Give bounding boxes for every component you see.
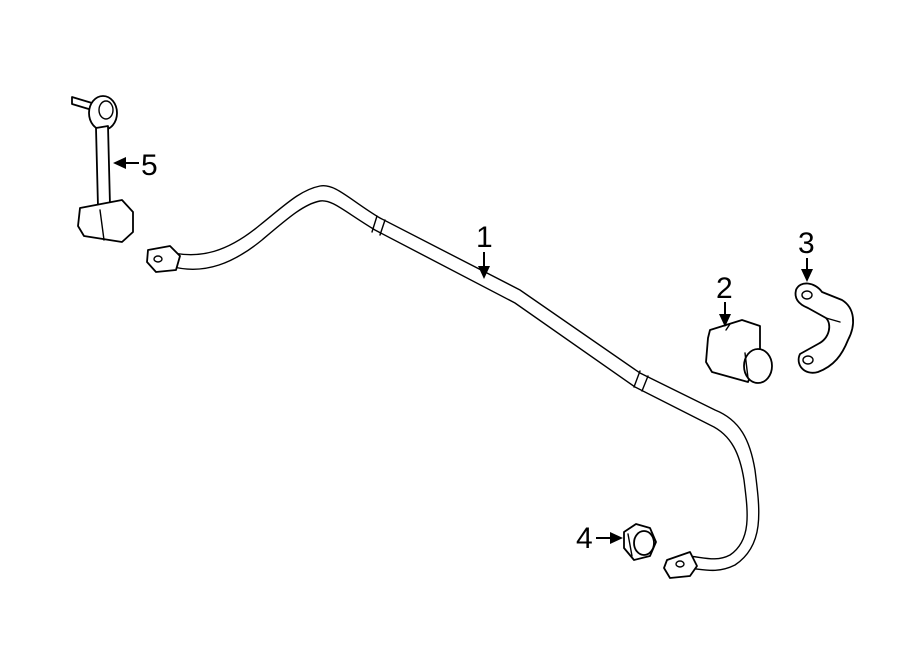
callout-number-3: 3 bbox=[798, 227, 815, 260]
bushing-bracket[interactable] bbox=[794, 282, 854, 374]
stabilizer-link[interactable] bbox=[71, 95, 134, 243]
callout-number-1: 1 bbox=[476, 221, 493, 254]
callout-5: 5 bbox=[113, 149, 158, 182]
callout-number-2: 2 bbox=[716, 272, 733, 305]
callout-2: 2 bbox=[716, 272, 733, 327]
callout-4: 4 bbox=[576, 522, 623, 555]
callout-number-5: 5 bbox=[141, 149, 158, 182]
stabilizer-bar[interactable] bbox=[146, 185, 760, 579]
callout-1: 1 bbox=[476, 221, 493, 279]
callout-3: 3 bbox=[798, 227, 815, 282]
bar-bushing[interactable] bbox=[705, 319, 773, 384]
flange-nut[interactable] bbox=[623, 523, 657, 561]
callout-number-4: 4 bbox=[576, 522, 593, 555]
